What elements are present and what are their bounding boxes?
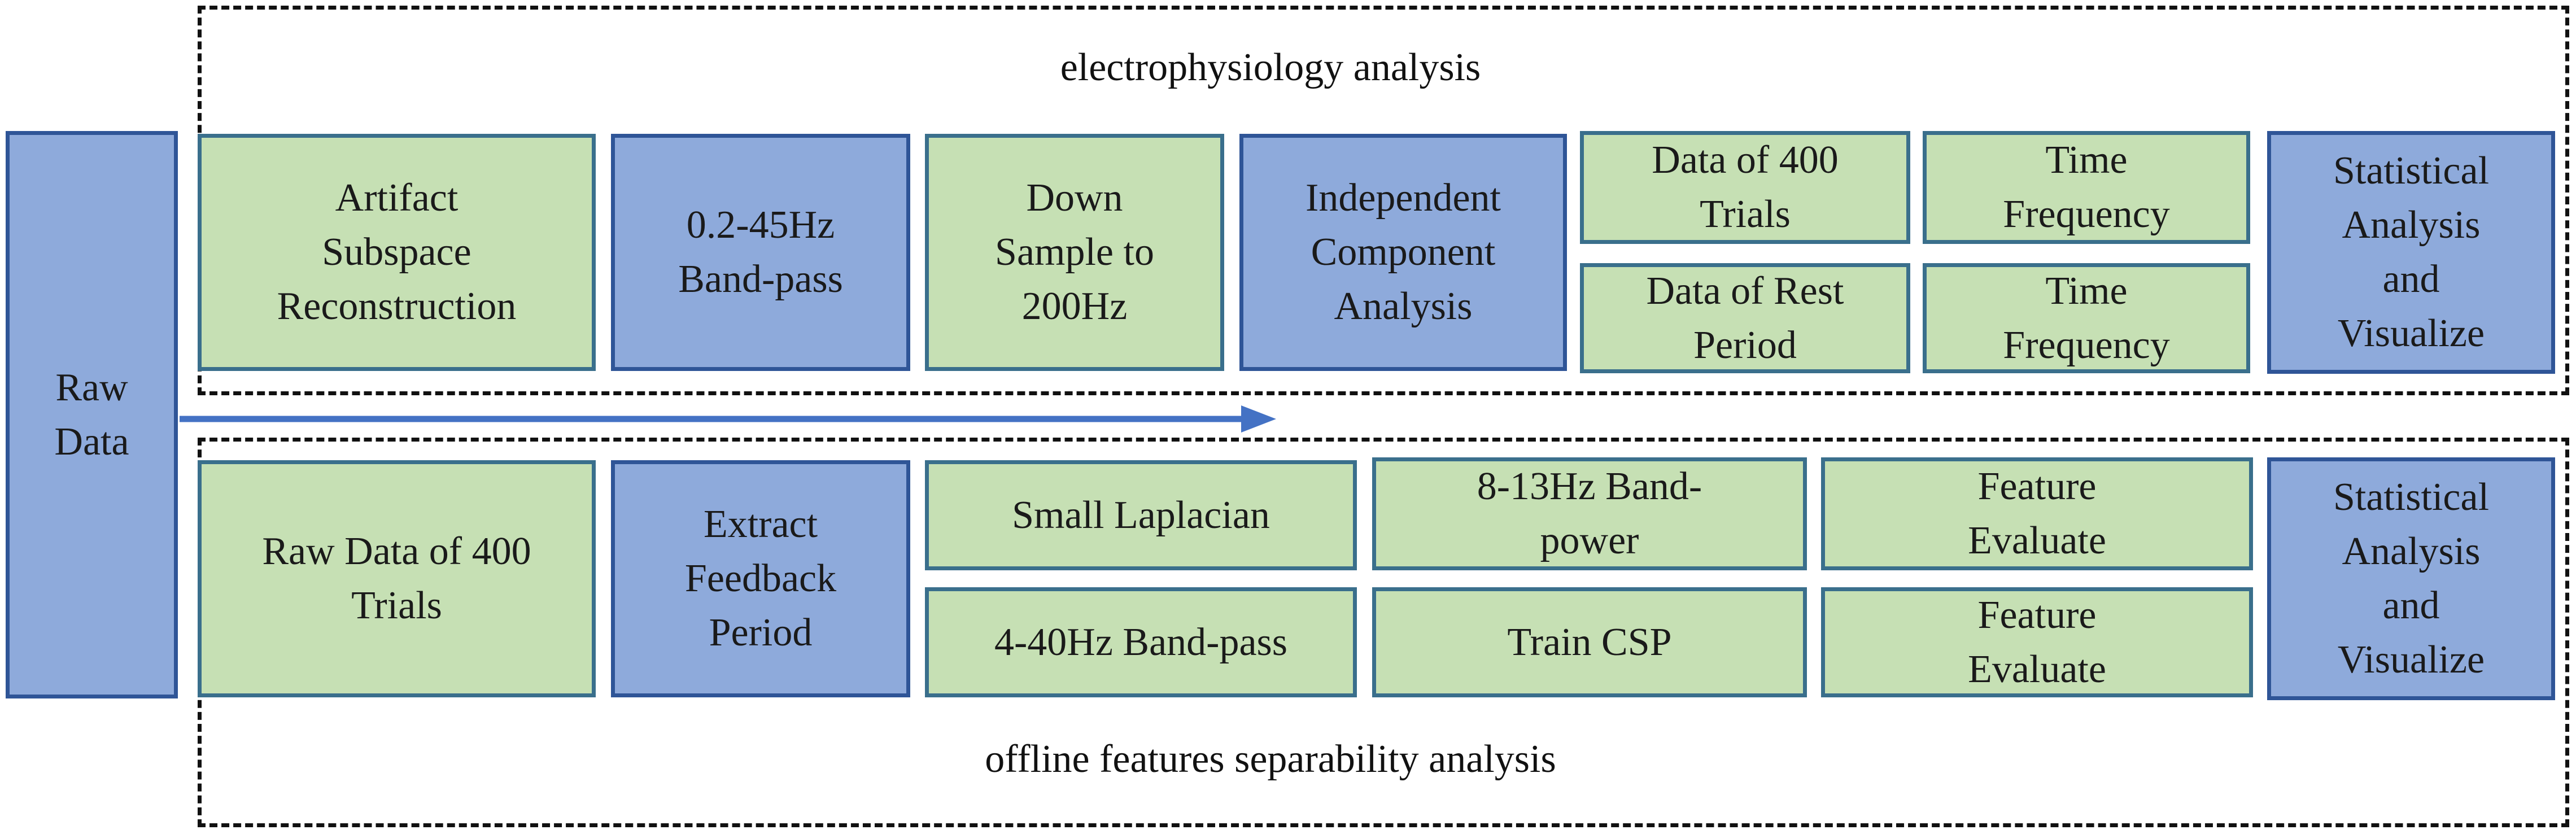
data-of-400-trials-node: Data of 400 Trials: [1580, 131, 1910, 244]
data-of-rest-period-node: Data of Rest Period: [1580, 263, 1910, 373]
feature-evaluate-upper-node: Feature Evaluate: [1821, 457, 2253, 570]
raw-data-label: Raw Data: [54, 365, 129, 464]
raw-data-of-400-trials-node: Raw Data of 400 Trials: [198, 460, 596, 697]
small-laplacian-node: Small Laplacian: [925, 460, 1357, 570]
down-sample-node: Down Sample to 200Hz: [925, 134, 1224, 371]
train-csp-node: Train CSP: [1372, 587, 1807, 697]
independent-component-analysis-node: Independent Component Analysis: [1239, 134, 1567, 371]
flow-arrow-head: [1241, 405, 1276, 433]
band-pass-0-2-45hz-node: 0.2-45Hz Band-pass: [611, 134, 910, 371]
time-frequency-rest-node: Time Frequency: [1923, 263, 2250, 373]
artifact-subspace-reconstruction-node: Artifact Subspace Reconstruction: [198, 134, 596, 371]
statistical-analysis-bottom-node: Statistical Analysis and Visualize: [2267, 457, 2555, 700]
time-frequency-trials-node: Time Frequency: [1923, 131, 2250, 244]
extract-feedback-period-node: Extract Feedback Period: [611, 460, 910, 697]
statistical-analysis-top-node: Statistical Analysis and Visualize: [2267, 131, 2555, 374]
feature-evaluate-lower-node: Feature Evaluate: [1821, 587, 2253, 697]
features-separability-title: offline features separability analysis: [985, 737, 1556, 781]
band-power-8-13hz-node: 8-13Hz Band- power: [1372, 457, 1807, 570]
raw-data-node: Raw Data: [6, 131, 178, 698]
band-pass-4-40hz-node: 4-40Hz Band-pass: [925, 587, 1357, 697]
electrophysiology-title: electrophysiology analysis: [1060, 46, 1481, 89]
